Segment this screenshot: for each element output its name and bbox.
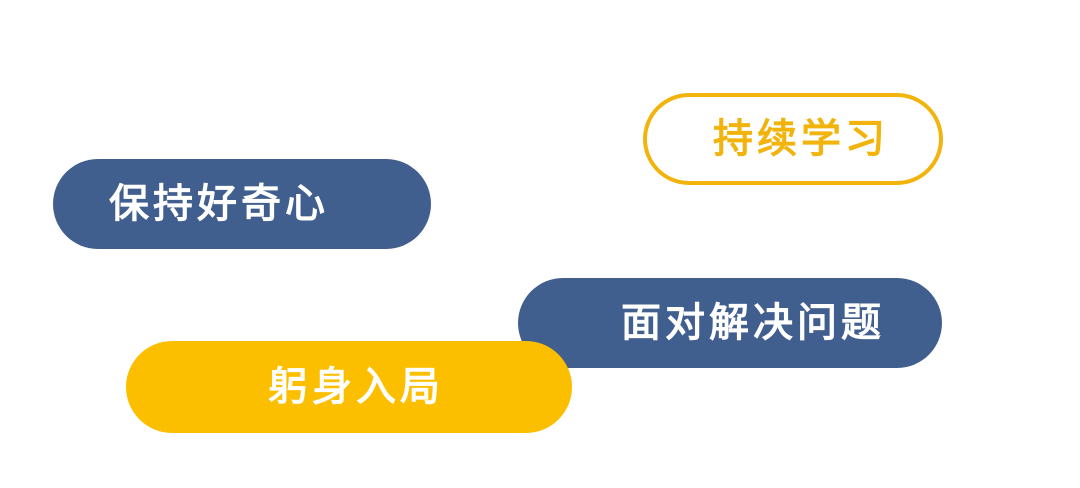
pill-stay-curious: 保持好奇心: [53, 159, 431, 249]
pill-get-involved: 躬身入局: [126, 341, 572, 433]
pill-get-involved-label: 躬身入局: [268, 364, 444, 410]
pill-face-problems-label: 面对解决问题: [621, 300, 885, 346]
pill-keep-learning: 持续学习: [643, 93, 943, 185]
pill-stay-curious-label: 保持好奇心: [109, 181, 329, 227]
pill-keep-learning-label: 持续学习: [713, 116, 889, 162]
pill-face-problems: 面对解决问题: [518, 278, 942, 368]
